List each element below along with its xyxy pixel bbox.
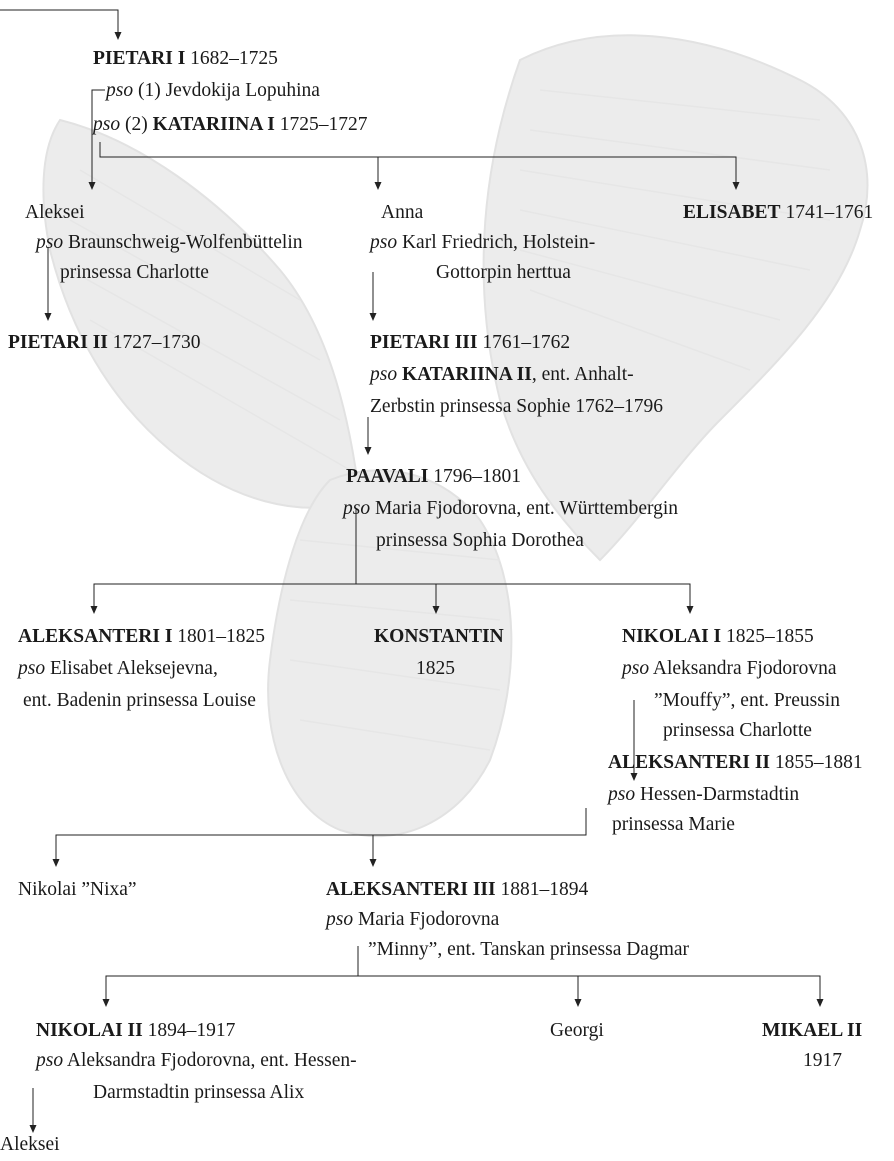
peter-i-name: PIETARI I [93, 48, 186, 69]
pso-label: pso [608, 784, 636, 805]
pso-label: pso [370, 364, 398, 385]
georgi-node: Georgi [550, 1020, 604, 1041]
peter-iii-spouse-line-2: Zerbstin prinsessa Sophie 1762–1796 [370, 396, 664, 417]
alexander-ii-spouse: pso Hessen-Darmstadtin [608, 780, 799, 810]
spouse-line-1: Aleksandra Fjodorovna [652, 658, 837, 679]
aleksei-spouse: pso Braunschweig-Wolfenbüttelin [36, 228, 303, 258]
spouse-line-1: , ent. Anhalt- [531, 364, 634, 385]
peter-ii-years: 1727–1730 [112, 332, 201, 353]
pso-label: pso [370, 232, 398, 253]
alexander-i-spouse-line-2: ent. Badenin prinsessa Louise [23, 690, 256, 711]
nicholas-ii-spouse: pso Aleksandra Fjodorovna, ent. Hessen- [36, 1046, 357, 1076]
peter-iii-years: 1761–1762 [482, 332, 571, 353]
peter-i-years: 1682–1725 [190, 48, 278, 69]
alexander-iii-node: ALEKSANTERI III 1881–1894 [326, 875, 588, 905]
paul-years: 1796–1801 [433, 466, 521, 487]
nixa-node: Nikolai ”Nixa” [18, 879, 137, 900]
nicholas-i-name: NIKOLAI I [622, 626, 722, 647]
alexander-iii-years: 1881–1894 [500, 879, 589, 900]
nicholas-ii-name: NIKOLAI II [36, 1020, 143, 1041]
alexander-iii-spouse: pso Maria Fjodorovna [326, 905, 499, 935]
nicholas-i-node: NIKOLAI I 1825–1855 [622, 622, 814, 652]
peter-ii-name: PIETARI II [8, 332, 108, 353]
mikael-ii-name: MIKAEL II [762, 1020, 863, 1041]
peter-ii-node: PIETARI II 1727–1730 [8, 328, 201, 358]
spouse-line-1: Karl Friedrich, Holstein- [401, 232, 596, 253]
spouse-line-1: Elisabet Aleksejevna, [49, 658, 218, 679]
pso-label: pso [106, 80, 134, 101]
spouse-line-1: Maria Fjodorovna [357, 909, 500, 930]
pso-label: pso [326, 909, 354, 930]
aleksei-spouse-line-2: prinsessa Charlotte [60, 262, 209, 283]
paul-spouse: pso Maria Fjodorovna, ent. Württembergin [343, 494, 678, 524]
elisabet-node: ELISABET 1741–1761 [683, 198, 873, 228]
spouse-line-1: Aleksandra Fjodorovna, ent. Hessen- [66, 1050, 357, 1071]
pso-label: pso [343, 498, 371, 519]
anna-spouse-line-2: Gottorpin herttua [436, 262, 571, 283]
alexander-iii-spouse-line-2: ”Minny”, ent. Tanskan prinsessa Dagmar [368, 939, 690, 960]
spouse-name: KATARIINA II [401, 364, 532, 385]
alexander-ii-spouse-line-2: prinsessa Marie [612, 814, 735, 835]
elisabet-years: 1741–1761 [785, 202, 874, 223]
alexander-iii-name: ALEKSANTERI III [326, 879, 496, 900]
pso-label: pso [622, 658, 650, 679]
spouse-number: (1) [137, 80, 161, 101]
peter-iii-node: PIETARI III 1761–1762 [370, 328, 570, 358]
pso-label: pso [36, 1050, 64, 1071]
elisabet-name: ELISABET [683, 202, 781, 223]
alexander-i-years: 1801–1825 [177, 626, 266, 647]
peter-i-node: PIETARI I 1682–1725 [93, 44, 278, 74]
nicholas-ii-years: 1894–1917 [147, 1020, 236, 1041]
nicholas-ii-node: NIKOLAI II 1894–1917 [36, 1016, 235, 1046]
alexander-i-node: ALEKSANTERI I 1801–1825 [18, 622, 265, 652]
anna-spouse: pso Karl Friedrich, Holstein- [370, 228, 595, 258]
aleksei-node: Aleksei [25, 202, 85, 223]
paul-node: PAAVALI 1796–1801 [346, 462, 521, 492]
alexander-ii-node: ALEKSANTERI II 1855–1881 [608, 748, 863, 778]
spouse-number: (2) [124, 114, 148, 135]
peter-i-spouse-2: pso (2) KATARIINA I 1725–1727 [93, 110, 367, 140]
spouse-years: 1725–1727 [279, 114, 368, 135]
alexander-i-name: ALEKSANTERI I [18, 626, 173, 647]
peter-iii-spouse: pso KATARIINA II, ent. Anhalt- [370, 360, 634, 390]
nicholas-i-years: 1825–1855 [726, 626, 814, 647]
spouse-name: Jevdokija Lopuhina [165, 80, 320, 101]
alexander-ii-name: ALEKSANTERI II [608, 752, 771, 773]
peter-iii-name: PIETARI III [370, 332, 478, 353]
spouse-line-1: Maria Fjodorovna, ent. Württembergin [374, 498, 679, 519]
peter-i-spouse-1: pso (1) Jevdokija Lopuhina [106, 76, 320, 106]
nicholas-i-spouse: pso Aleksandra Fjodorovna [622, 654, 837, 684]
konstantin-years: 1825 [416, 658, 455, 679]
spouse-line-1: Braunschweig-Wolfenbüttelin [67, 232, 303, 253]
pso-label: pso [36, 232, 64, 253]
paul-spouse-line-2: prinsessa Sophia Dorothea [376, 530, 584, 551]
spouse-line-1: Hessen-Darmstadtin [639, 784, 800, 805]
paul-name: PAAVALI [346, 466, 429, 487]
konstantin-name: KONSTANTIN [374, 626, 504, 647]
mikael-ii-years: 1917 [803, 1050, 842, 1071]
pso-label: pso [93, 114, 121, 135]
spouse-name: KATARIINA I [152, 114, 275, 135]
nicholas-i-spouse-line-3: prinsessa Charlotte [663, 720, 812, 741]
aleksei-tsarevich-node: Aleksei [0, 1134, 60, 1155]
anna-node: Anna [381, 202, 424, 223]
alexander-i-spouse: pso Elisabet Aleksejevna, [18, 654, 218, 684]
pso-label: pso [18, 658, 46, 679]
nicholas-i-spouse-line-2: ”Mouffy”, ent. Preussin [654, 690, 840, 711]
alexander-ii-years: 1855–1881 [774, 752, 863, 773]
nicholas-ii-spouse-line-2: Darmstadtin prinsessa Alix [93, 1082, 305, 1103]
